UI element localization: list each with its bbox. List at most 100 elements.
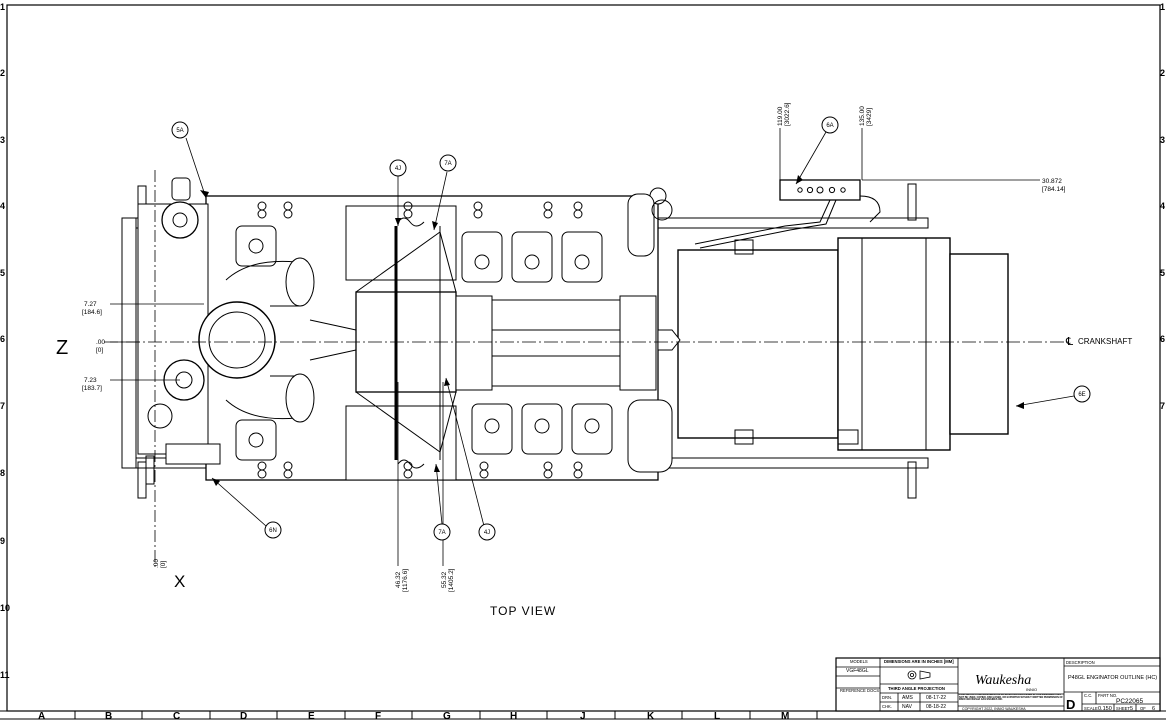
balloon-7a-top: 7A <box>444 161 451 167</box>
reference-label: REFERENCE DOCS <box>840 688 879 693</box>
dim-z-zero-mm: [0] <box>96 347 103 354</box>
row-marker: 4 <box>1160 201 1165 211</box>
callout-balloons: 5A 4J 7A 6A 6E 6N 7A 4J <box>171 116 1091 541</box>
date-drn: 08-17-22 <box>926 695 946 701</box>
column-marker: K <box>647 711 655 722</box>
title-block <box>835 657 1161 712</box>
column-marker: E <box>308 711 315 722</box>
title-block-text: MODELS VGF48GL REFERENCE DOCS DIMENSIONS… <box>840 659 1157 712</box>
balloon-7a-bottom: 7A <box>438 530 445 536</box>
column-zone-markers: A B C D E F G H J K L M <box>38 711 818 722</box>
sheet-value: 5 <box>1130 706 1133 712</box>
valve-covers-top <box>235 225 603 283</box>
dimension-note: DIMENSIONS ARE IN INCHES [MM] <box>884 659 954 664</box>
valve-covers-bottom <box>235 403 613 461</box>
row-marker: 6 <box>1160 334 1165 344</box>
vertical-dimension-texts: .00 [0] 46.32 [1176.6] 55.32 [1405.2] 11… <box>153 102 873 592</box>
arrowheads <box>200 175 1024 486</box>
column-marker: B <box>105 711 112 722</box>
column-marker: G <box>443 711 451 722</box>
dim-z-upper: 7.27 <box>84 301 97 308</box>
dim-x-zero: .00 <box>153 559 160 568</box>
dim-135: 135.00 <box>859 106 866 126</box>
dim-z-upper-mm: [184.6] <box>82 309 102 316</box>
projection-note: THIRD ANGLE PROJECTION <box>888 686 945 691</box>
confidential-note: PROPRIETARY AND CONFIDENTIAL INFORMATION… <box>959 694 1063 702</box>
hose-symbol-bottom <box>397 459 425 469</box>
row-marker: 3 <box>0 135 5 145</box>
balloon-6e: 6E <box>1078 392 1085 398</box>
dim-135-mm: [3429] <box>866 108 873 126</box>
row-marker: 7 <box>0 401 5 411</box>
row-zone-markers: 1 2 3 4 5 6 7 8 9 10 11 1 2 3 4 5 6 7 <box>0 2 1165 680</box>
size-value: D <box>1066 697 1075 712</box>
dimension-texts: 7.27 [184.6] .00 [0] 7.23 [183.7] 30.872… <box>82 178 1066 392</box>
view-title: TOP VIEW <box>490 604 556 618</box>
logo-sub: INNIO <box>1026 687 1037 692</box>
column-marker: C <box>173 711 180 722</box>
dim-x-zero-mm: [0] <box>160 561 167 568</box>
row-marker: 5 <box>1160 268 1165 278</box>
copyright: COPYRIGHT 2022, INNIO WAUKESHA <box>962 707 1026 711</box>
rear-accessories <box>627 187 681 473</box>
description: P48GL ENGINATOR OUTLINE (HC) <box>1068 675 1157 681</box>
row-marker: 2 <box>1160 68 1165 78</box>
balloon-6n: 6N <box>269 528 277 534</box>
front-end-turbo <box>137 177 357 485</box>
row-marker: 9 <box>0 536 5 546</box>
balloon-6a: 6A <box>826 123 833 129</box>
axis-z-label: Z <box>56 337 68 359</box>
model-label: MODELS <box>850 659 868 664</box>
cc-label: C.C. <box>1084 693 1092 698</box>
junction-box <box>694 179 881 249</box>
dim-119-mm: [3022.6] <box>784 102 791 126</box>
row-marker: 4 <box>0 201 5 211</box>
crankshaft-symbol: ℄ <box>1065 336 1073 348</box>
column-marker: A <box>38 711 45 722</box>
dim-119: 119.00 <box>777 106 784 126</box>
row-marker: 7 <box>1160 401 1165 411</box>
row-marker: 1 <box>0 2 5 12</box>
of-value: 6 <box>1152 706 1155 712</box>
row-marker: 3 <box>1160 135 1165 145</box>
centerlines <box>104 170 1070 570</box>
row-marker: 11 <box>0 670 10 680</box>
scale-label: SCALE <box>1084 706 1098 711</box>
logo-text: Waukesha <box>975 673 1031 688</box>
dim-30: 30.872 <box>1042 178 1062 185</box>
column-marker: J <box>580 711 586 722</box>
dim-55: 55.32 <box>441 571 448 588</box>
row-marker: 1 <box>1160 2 1165 12</box>
confidential-note-container: PROPRIETARY AND CONFIDENTIAL INFORMATION… <box>959 694 1063 702</box>
row-marker: 5 <box>0 268 5 278</box>
of-label: OF <box>1140 706 1146 711</box>
generator <box>677 237 1009 451</box>
sheet-label: SHEET <box>1116 706 1130 711</box>
row-marker: 10 <box>0 603 10 613</box>
column-marker: L <box>714 711 720 722</box>
part-label: PART NO. <box>1098 693 1117 698</box>
dim-z-lower-mm: [183.7] <box>82 385 102 392</box>
hose-symbol-top <box>397 217 425 227</box>
column-marker: M <box>781 711 789 722</box>
dim-z-zero: .00 <box>96 339 105 346</box>
dim-46-mm: [1176.6] <box>402 569 409 592</box>
crankshaft-label: CRANKSHAFT <box>1078 337 1132 346</box>
role-chk: CHK. <box>882 704 892 709</box>
date-chk: 08-18-22 <box>926 704 946 710</box>
balloon-4j-bottom: 4J <box>484 530 490 536</box>
column-marker: D <box>240 711 247 722</box>
column-marker: H <box>510 711 517 722</box>
name-chk: NAV <box>902 704 913 710</box>
part-number: PC22065 <box>1116 698 1143 705</box>
bolt-pairs-top <box>257 201 583 219</box>
balloon-4j-top: 4J <box>395 166 401 172</box>
dim-46: 46.32 <box>395 571 402 588</box>
model-value: VGF48GL <box>846 668 869 674</box>
balloon-5a: 5A <box>176 128 183 134</box>
dim-z-lower: 7.23 <box>84 377 97 384</box>
row-marker: 8 <box>0 468 5 478</box>
name-drn: AMS <box>902 695 914 701</box>
column-marker: F <box>375 711 381 722</box>
